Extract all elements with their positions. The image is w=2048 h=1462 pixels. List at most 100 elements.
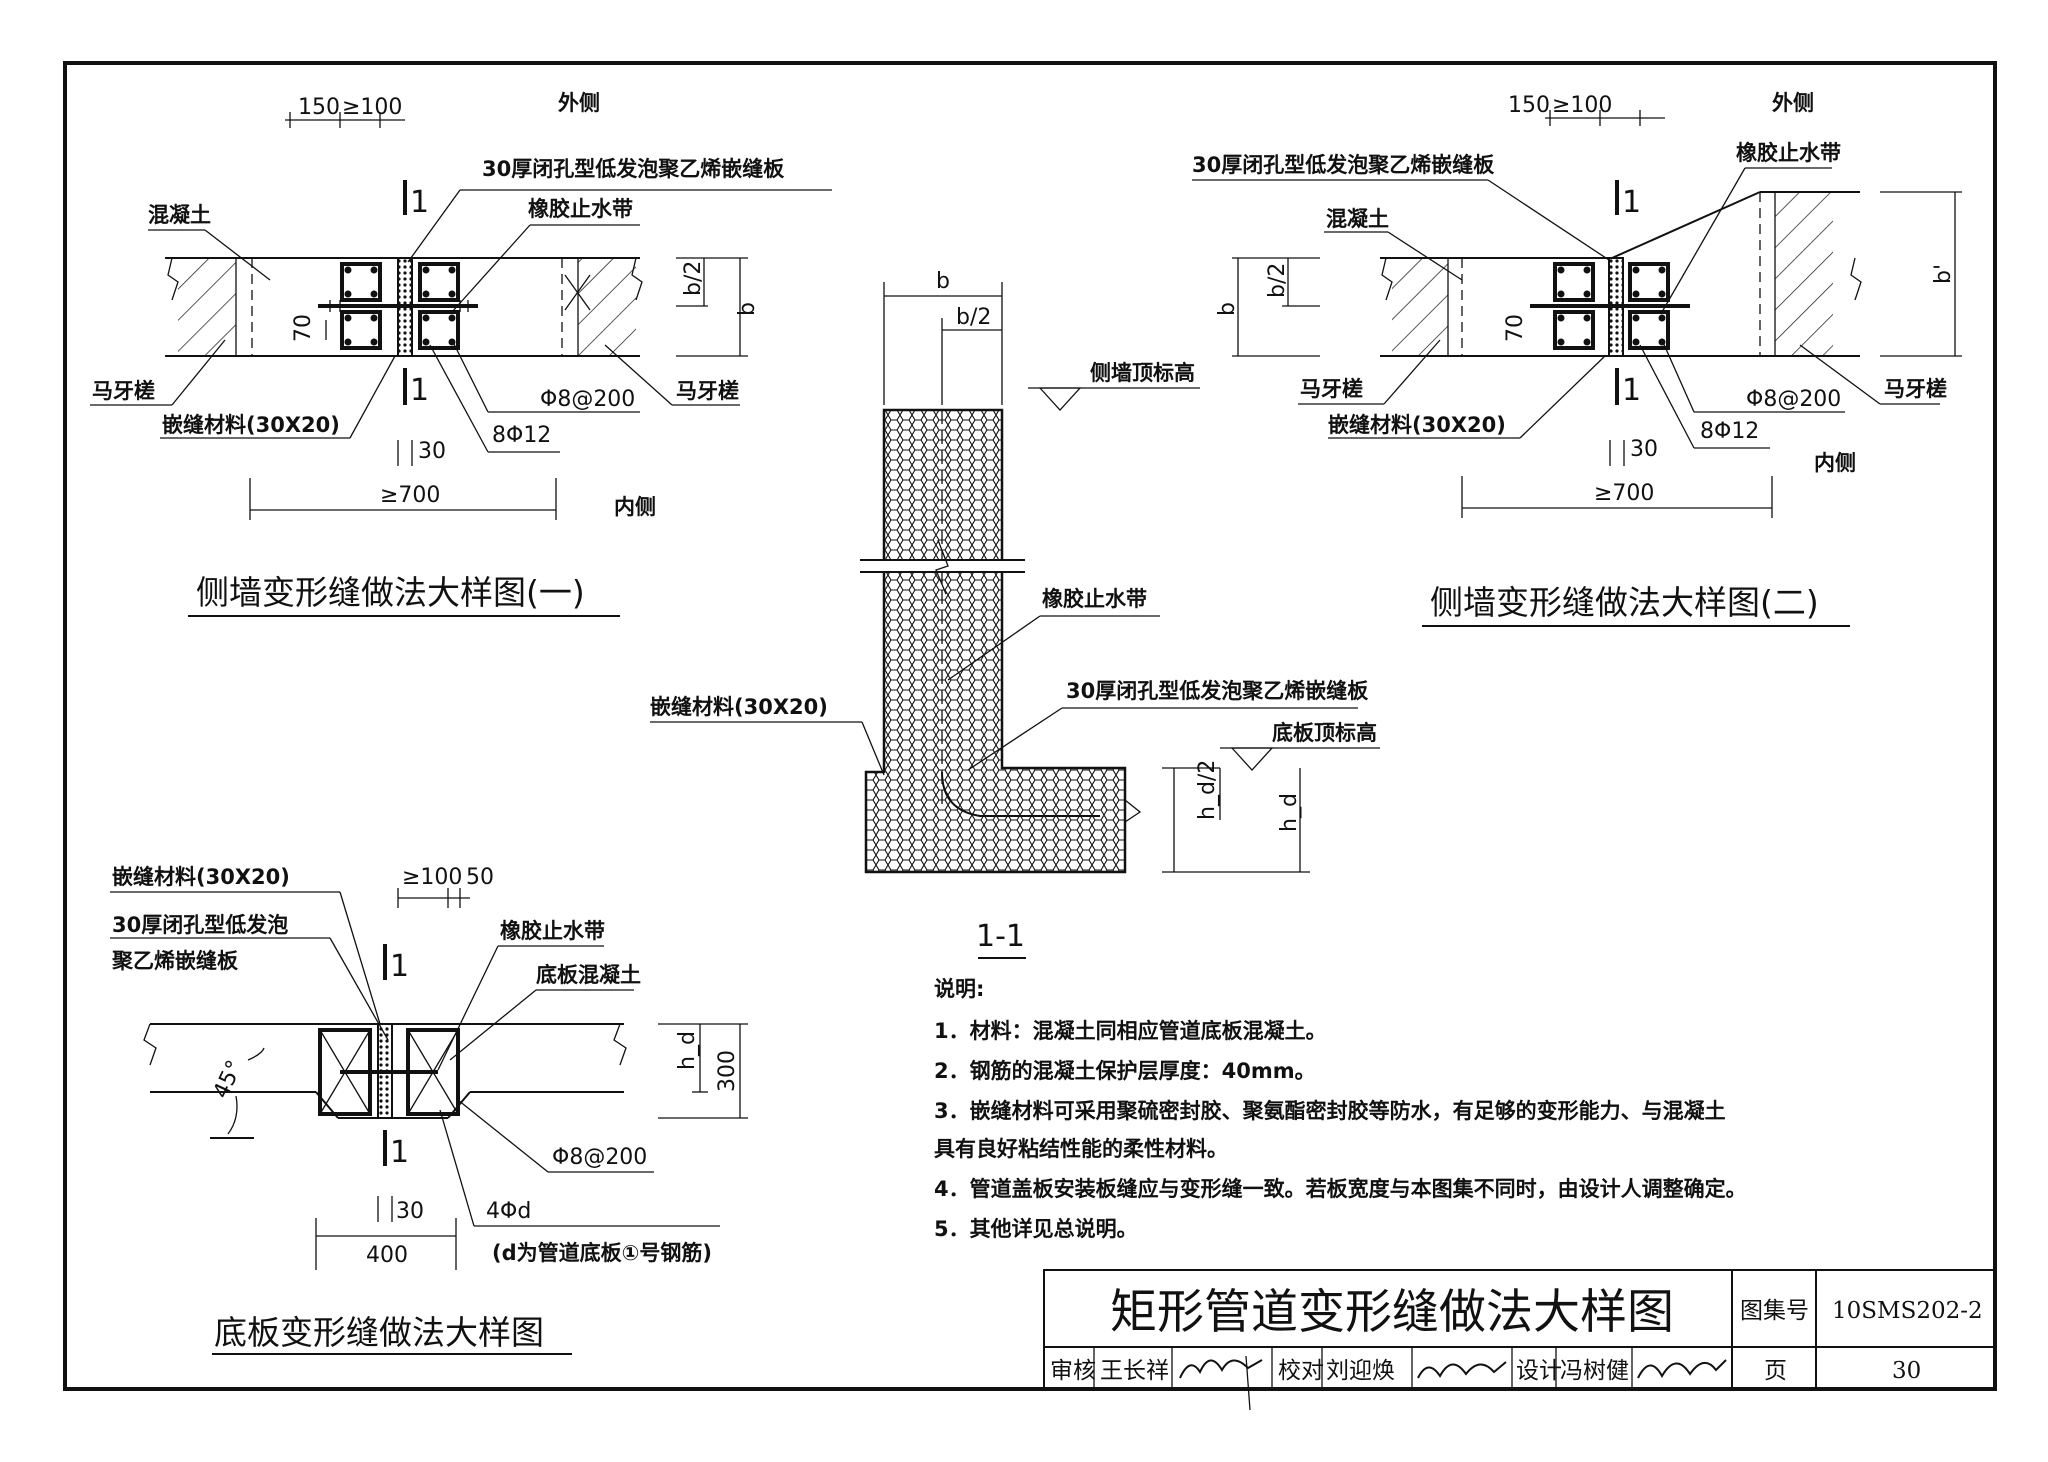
joint-material-label: 嵌缝材料(30X20) (650, 695, 828, 719)
inside-label: 内侧 (614, 495, 656, 519)
board-label: 30厚闭孔型低发泡聚乙烯嵌缝板 (1066, 679, 1369, 703)
dim-30: 30 (396, 1199, 424, 1224)
dim-30: 30 (418, 439, 446, 464)
joint-material-label: 嵌缝材料(30X20) (162, 413, 340, 437)
joint-material-label: 嵌缝材料(30X20) (1328, 413, 1506, 437)
board-label-line1: 30厚闭孔型低发泡 (112, 913, 288, 937)
stirrup-label: Φ8@200 (540, 387, 635, 412)
board-label-line2: 聚乙烯嵌缝板 (111, 949, 239, 973)
dim-50: 50 (466, 865, 494, 890)
review-label: 审核 (1050, 1358, 1096, 1384)
detail-side-wall-1 (90, 112, 832, 617)
atlas-label: 图集号 (1740, 1298, 1809, 1324)
dim-30: 30 (1630, 437, 1658, 462)
detail-3-title: 底板变形缝做法大样图 (214, 1313, 544, 1352)
notes-heading: 说明: (934, 977, 984, 1001)
section-1-1 (650, 282, 1380, 959)
outside-label: 外侧 (1772, 91, 1814, 115)
drawing-title: 矩形管道变形缝做法大样图 (1110, 1285, 1674, 1340)
wall-top-elevation: 侧墙顶标高 (1090, 361, 1195, 385)
section-mark-top: 1 (410, 185, 429, 220)
checker-signature (1417, 1361, 1507, 1379)
dim-300: 300 (715, 1050, 740, 1092)
matooth-right-label: 马牙槎 (1884, 377, 1947, 401)
section-mark-bottom: 1 (1622, 373, 1641, 408)
stirrup-label: Φ8@200 (1746, 387, 1841, 412)
dim-b: b (1215, 302, 1240, 316)
detail-2-texts: 150 ≥100 外侧 1 1 30厚闭孔型低发泡聚乙烯嵌缝板 橡胶止水带 混凝… (1192, 91, 1956, 622)
dim-70: 70 (291, 314, 316, 342)
bars-label: 8Φ12 (492, 423, 551, 448)
dim-150: 150 (298, 95, 340, 120)
atlas-number: 10SMS202-2 (1832, 1298, 1983, 1324)
section-mark-top: 1 (1622, 185, 1641, 220)
board-label: 30厚闭孔型低发泡聚乙烯嵌缝板 (1192, 153, 1495, 177)
dim-b-half: b/2 (1265, 263, 1290, 298)
section-mark-top: 1 (390, 949, 409, 984)
sheet-frame (63, 61, 1997, 1391)
dim-70: 70 (1503, 314, 1528, 342)
section-mark-bottom: 1 (390, 1135, 409, 1170)
dim-b-half: b/2 (681, 261, 706, 296)
note-4: 4．管道盖板安装板缝应与变形缝一致。若板宽度与本图集不同时，由设计人调整确定。 (934, 1177, 1747, 1201)
checker-name: 刘迎焕 (1326, 1358, 1395, 1384)
waterstop-label: 橡胶止水带 (500, 919, 605, 943)
slab-concrete-label: 底板混凝土 (536, 963, 641, 987)
page-number: 30 (1892, 1358, 1921, 1384)
page-label: 页 (1764, 1358, 1787, 1384)
bars-label: 8Φ12 (1700, 419, 1759, 444)
dim-ge100: ≥100 (342, 95, 402, 120)
reviewer-signature (1179, 1355, 1263, 1411)
dim-b: b (735, 302, 760, 316)
dim-ge100: ≥100 (1552, 93, 1612, 118)
dim-hd-half: h_d/2 (1195, 760, 1220, 820)
stirrup-label: Φ8@200 (552, 1145, 647, 1170)
note-2: 2．钢筋的混凝土保护层厚度：40mm。 (934, 1059, 1316, 1083)
bars-note: (d为管道底板①号钢筋) (492, 1241, 712, 1265)
notes: 说明: 1．材料：混凝土同相应管道底板混凝土。 2．钢筋的混凝土保护层厚度：40… (934, 977, 1747, 1241)
waterstop-label: 橡胶止水带 (1736, 141, 1841, 165)
detail-base-slab (110, 888, 748, 1355)
detail-1-title: 侧墙变形缝做法大样图(一) (196, 573, 585, 612)
check-label: 校对 (1278, 1358, 1324, 1384)
inside-label: 内侧 (1814, 451, 1856, 475)
dim-b: b (936, 269, 950, 294)
note-3: 3．嵌缝材料可采用聚硫密封胶、聚氨酯密封胶等防水，有足够的变形能力、与混凝土 (934, 1099, 1726, 1123)
dim-b-prime: b' (1931, 264, 1956, 284)
design-label: 设计 (1516, 1358, 1562, 1384)
dim-hd: h_d (1277, 793, 1302, 832)
angle-45: 45° (209, 1057, 248, 1103)
title-block-texts: 矩形管道变形缝做法大样图 图集号 10SMS202-2 审核 王长祥 校对 刘迎… (1050, 1285, 1983, 1411)
bars-label: 4Φd (486, 1199, 531, 1224)
outside-label: 外侧 (558, 91, 600, 115)
detail-2-title: 侧墙变形缝做法大样图(二) (1430, 583, 1819, 622)
waterstop-label: 橡胶止水带 (1042, 587, 1147, 611)
detail-side-wall-2 (1192, 110, 1962, 627)
note-5: 5．其他详见总说明。 (934, 1217, 1138, 1241)
title-block (1043, 1269, 1996, 1390)
matooth-left-label: 马牙槎 (92, 379, 155, 403)
board-label: 30厚闭孔型低发泡聚乙烯嵌缝板 (482, 157, 785, 181)
note-3-cont: 具有良好粘结性能的柔性材料。 (934, 1137, 1228, 1161)
note-1: 1．材料：混凝土同相应管道底板混凝土。 (934, 1019, 1327, 1043)
waterstop-label: 橡胶止水带 (528, 197, 633, 221)
joint-material-label: 嵌缝材料(30X20) (112, 865, 290, 889)
concrete-label: 混凝土 (148, 203, 211, 227)
dim-hd: h_d (675, 1031, 700, 1070)
dim-ge100: ≥100 (402, 865, 462, 890)
dim-ge700: ≥700 (380, 483, 440, 508)
dim-400: 400 (366, 1243, 408, 1268)
section-texts: b b/2 侧墙顶标高 橡胶止水带 30厚闭孔型低发泡聚乙烯嵌缝板 底板顶标高 … (650, 269, 1377, 954)
detail-3-texts: 嵌缝材料(30X20) 30厚闭孔型低发泡 聚乙烯嵌缝板 ≥100 50 1 1… (111, 865, 740, 1352)
slab-top-elevation: 底板顶标高 (1272, 721, 1377, 745)
detail-1-texts: 150 ≥100 外侧 1 1 30厚闭孔型低发泡聚乙烯嵌缝板 橡胶止水带 混凝… (92, 91, 785, 612)
matooth-left-label: 马牙槎 (1300, 377, 1363, 401)
designer-name: 冯树健 (1560, 1358, 1629, 1384)
dim-ge700: ≥700 (1594, 481, 1654, 506)
section-title: 1-1 (976, 919, 1025, 954)
matooth-right-label: 马牙槎 (676, 379, 739, 403)
concrete-label: 混凝土 (1326, 207, 1389, 231)
reviewer-name: 王长祥 (1100, 1358, 1169, 1384)
dim-b-half: b/2 (956, 305, 991, 330)
